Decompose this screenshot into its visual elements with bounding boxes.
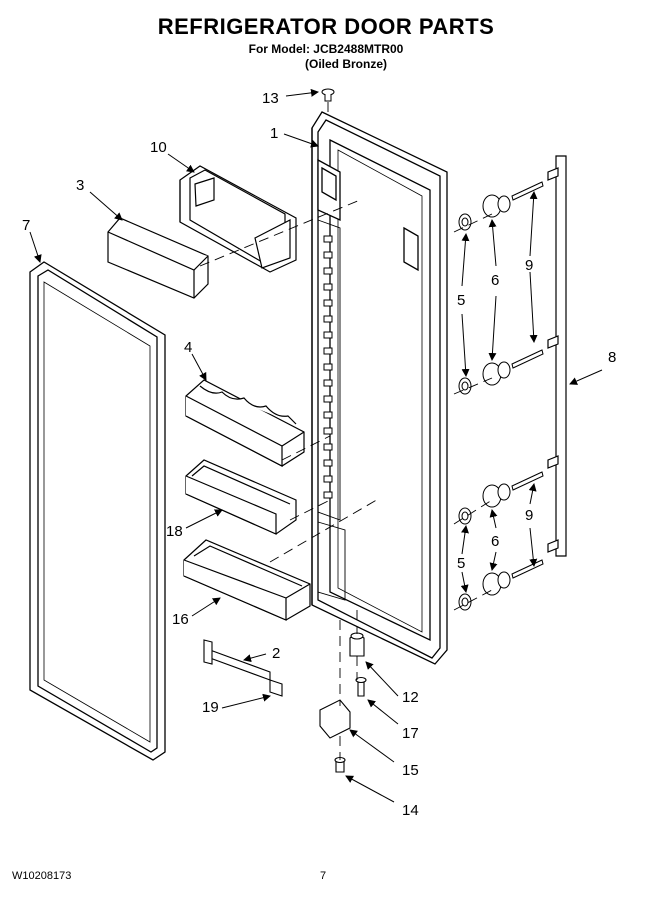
trim-and-clips [203, 639, 283, 697]
callout-16: 16 [172, 611, 189, 628]
callout-1: 1 [270, 125, 278, 142]
door-gasket [29, 261, 166, 761]
liner-shelf-slots [323, 235, 333, 499]
callout-15: 15 [402, 762, 419, 779]
alignment-lines [199, 102, 493, 760]
small-door-bin [185, 459, 297, 535]
callout-10: 10 [150, 139, 167, 156]
callout-2: 2 [272, 645, 280, 662]
callout-6-lower: 6 [491, 533, 499, 550]
callout-5-lower: 5 [457, 555, 465, 572]
lower-hinge-parts [319, 632, 367, 773]
callout-8: 8 [608, 349, 616, 366]
finish-line: (Oiled Bronze) [304, 57, 387, 71]
large-door-bin [183, 539, 311, 621]
callout-4: 4 [184, 339, 192, 356]
egg-tray [185, 379, 305, 467]
document-number: W10208173 [12, 870, 72, 882]
callout-9-lower: 9 [525, 507, 533, 524]
callout-13: 13 [262, 90, 279, 107]
callout-6-upper: 6 [491, 272, 499, 289]
callout-7: 7 [22, 217, 30, 234]
callout-18: 18 [166, 523, 183, 540]
upper-door-bin [179, 165, 297, 273]
bin-cover [107, 217, 209, 299]
callout-14: 14 [402, 802, 419, 819]
door-liner [311, 111, 448, 665]
callout-19: 19 [202, 699, 219, 716]
page-title: REFRIGERATOR DOOR PARTS [157, 14, 495, 39]
callout-12: 12 [402, 689, 419, 706]
door-handle [547, 155, 567, 557]
model-line: For Model: JCB2488MTR00 [248, 42, 404, 56]
leader-lines [29, 88, 603, 803]
top-screw [321, 88, 335, 102]
callout-5-upper: 5 [457, 292, 465, 309]
callout-17: 17 [402, 725, 419, 742]
page-number: 7 [320, 870, 327, 882]
callout-9-upper: 9 [525, 257, 533, 274]
callout-3: 3 [76, 177, 84, 194]
